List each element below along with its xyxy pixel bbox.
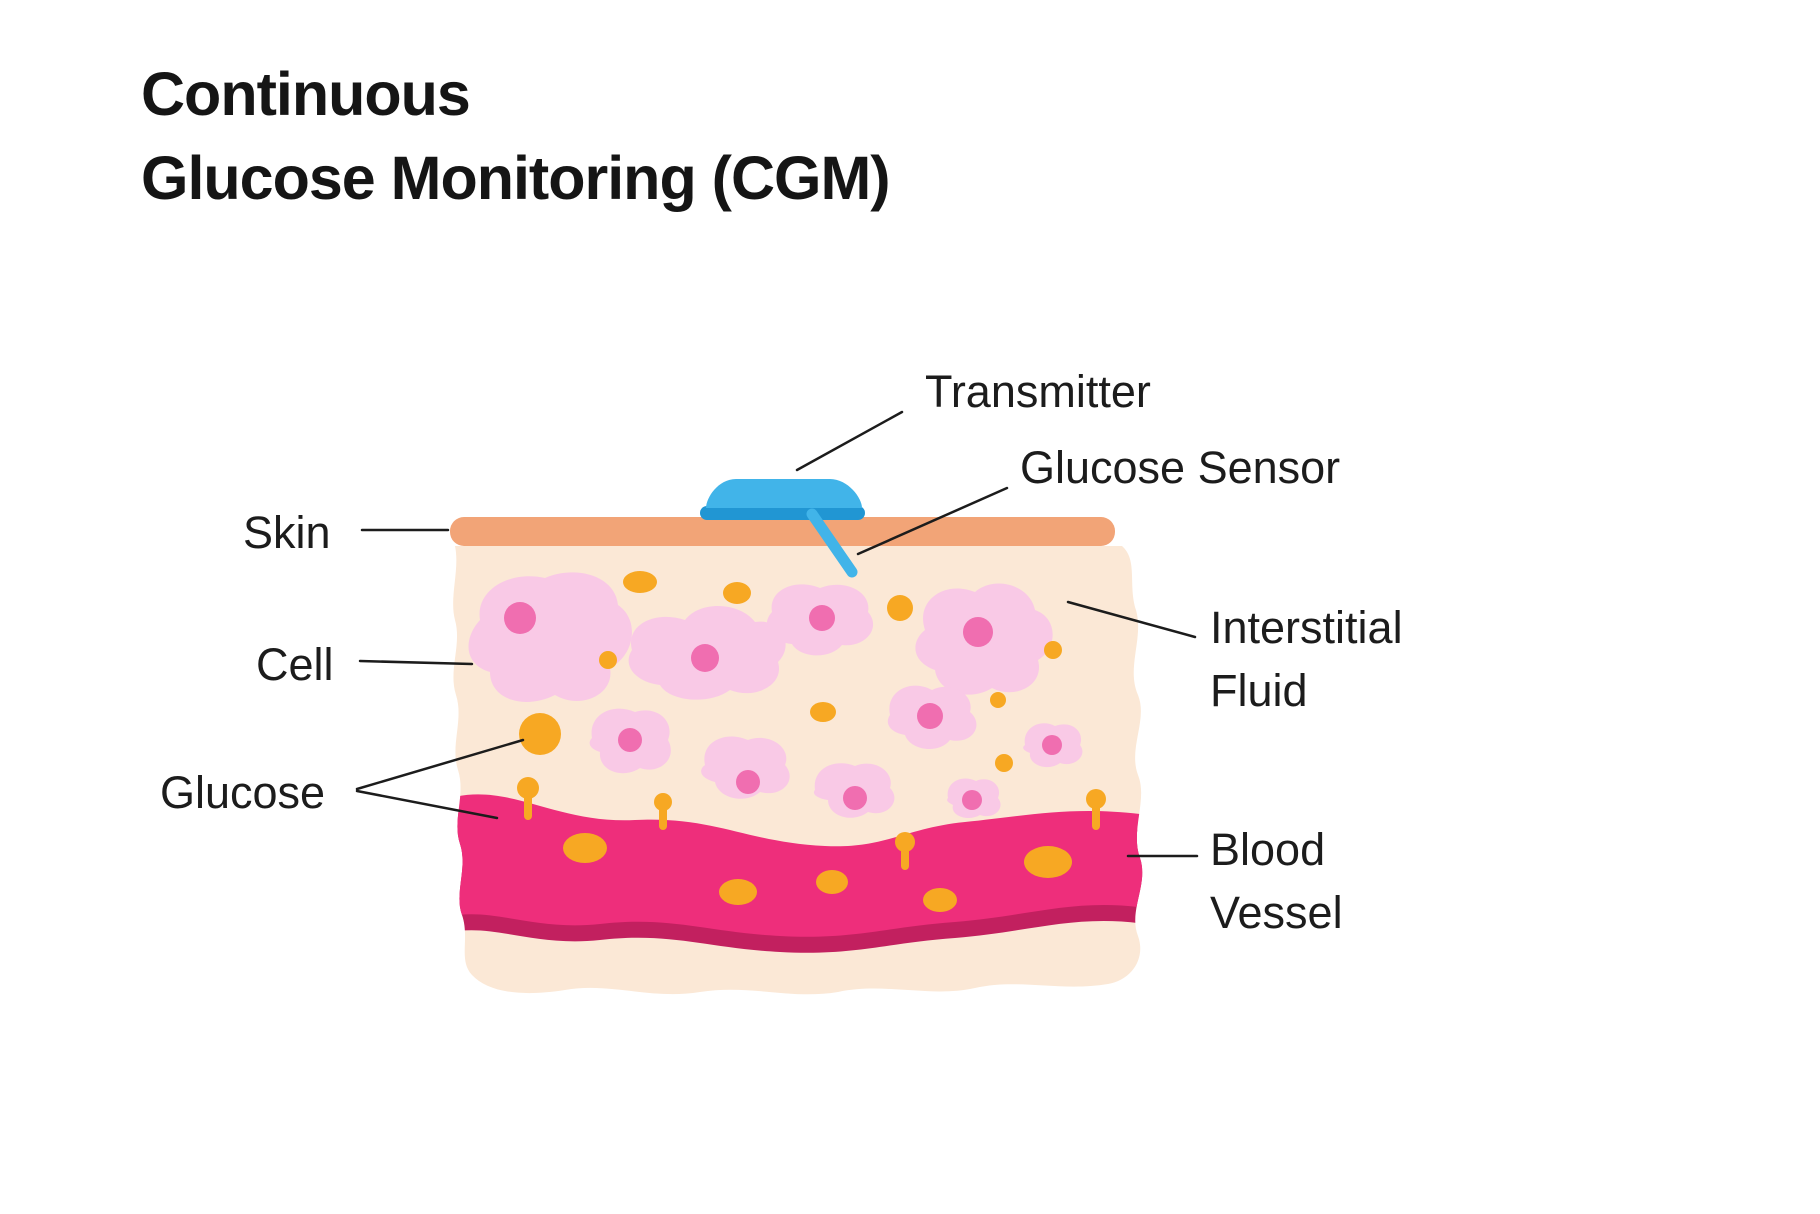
- glucose-dot: [654, 793, 672, 811]
- leader-glucose-sensor: [856, 486, 1009, 556]
- glucose-dot: [719, 879, 757, 905]
- glucose-stem: [524, 794, 532, 820]
- glucose-dot: [623, 571, 657, 593]
- cell-blob: [701, 736, 790, 799]
- glucose-stem: [901, 846, 909, 870]
- page-title: Continuous Glucose Monitoring (CGM): [141, 52, 891, 220]
- glucose-dot: [816, 870, 848, 894]
- glucose-dot: [1024, 846, 1072, 878]
- cell-nucleus: [691, 644, 719, 672]
- label-transmitter: Transmitter: [925, 366, 1151, 417]
- glucose-dot: [810, 702, 836, 722]
- cell-nucleus: [504, 602, 536, 634]
- leader-transmitter: [795, 410, 904, 472]
- cell-nucleus: [963, 617, 993, 647]
- glucose-dot: [517, 777, 539, 799]
- glucose-dot: [1086, 789, 1106, 809]
- label-glucose-sensor: Glucose Sensor: [1020, 442, 1341, 493]
- label-blood-vessel: Blood Vessel: [1210, 824, 1343, 938]
- cell-nucleus: [736, 770, 760, 794]
- glucose-dot: [599, 651, 617, 669]
- skin-layer: [450, 517, 1115, 546]
- title-line-1: Continuous: [141, 60, 471, 128]
- label-skin: Skin: [243, 507, 331, 558]
- cell-nucleus: [917, 703, 943, 729]
- cell-nuclei-group: [504, 602, 1062, 810]
- glucose-dot: [895, 832, 915, 852]
- glucose-dot: [1044, 641, 1062, 659]
- transmitter-body: [706, 479, 862, 508]
- glucose-sensor-filament: [806, 508, 858, 578]
- cell-nucleus: [843, 786, 867, 810]
- leader-lines-group: [355, 410, 1199, 858]
- glucose-dots-group: [517, 571, 1106, 912]
- glucose-dot: [723, 582, 751, 604]
- cell-blob: [468, 572, 632, 702]
- glucose-dot: [990, 692, 1006, 708]
- glucose-dot: [563, 833, 607, 863]
- glucose-stem: [1092, 804, 1100, 830]
- cell-nucleus: [1042, 735, 1062, 755]
- label-interstitial-fluid: Interstitial Fluid: [1210, 602, 1403, 716]
- title-line-2: Glucose Monitoring (CGM): [141, 144, 891, 213]
- label-cell: Cell: [256, 639, 334, 690]
- glucose-dot: [923, 888, 957, 912]
- label-glucose: Glucose: [160, 767, 326, 818]
- leader-cell: [358, 659, 474, 666]
- transmitter-base: [700, 506, 865, 520]
- glucose-stem: [659, 806, 667, 830]
- glucose-dot: [519, 713, 561, 755]
- glucose-dot: [995, 754, 1013, 772]
- cell-nucleus: [962, 790, 982, 810]
- leader-glucose-2: [355, 789, 499, 820]
- leader-glucose-1: [355, 738, 525, 791]
- cell-nucleus: [618, 728, 642, 752]
- leader-interstitial-fluid: [1066, 600, 1197, 639]
- cell-nucleus: [809, 605, 835, 631]
- glucose-dot: [887, 595, 913, 621]
